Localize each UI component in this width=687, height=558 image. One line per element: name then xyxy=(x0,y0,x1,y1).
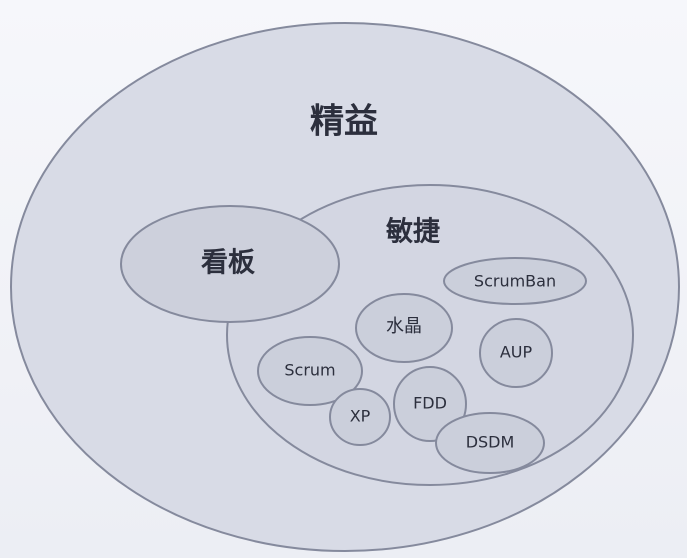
aup-label: AUP xyxy=(500,343,533,362)
xp-ellipse xyxy=(329,388,391,446)
aup-ellipse xyxy=(479,318,553,388)
scrum-label: Scrum xyxy=(284,361,335,380)
scrumban-ellipse xyxy=(443,257,587,305)
agile-label: 敏捷 xyxy=(385,217,441,248)
xp-label: XP xyxy=(350,407,371,426)
scrum-ellipse xyxy=(257,336,363,406)
dsdm-ellipse xyxy=(435,412,545,474)
crystal-label: 水晶 xyxy=(386,316,422,337)
lean-label: 精益 xyxy=(310,102,378,142)
kanban-ellipse xyxy=(120,205,340,323)
fdd-ellipse xyxy=(393,366,467,442)
kanban-label: 看板 xyxy=(201,248,255,279)
scrumban-label: ScrumBan xyxy=(474,272,556,291)
fdd-label: FDD xyxy=(413,394,447,413)
dsdm-label: DSDM xyxy=(466,433,515,452)
crystal-ellipse xyxy=(355,293,453,363)
